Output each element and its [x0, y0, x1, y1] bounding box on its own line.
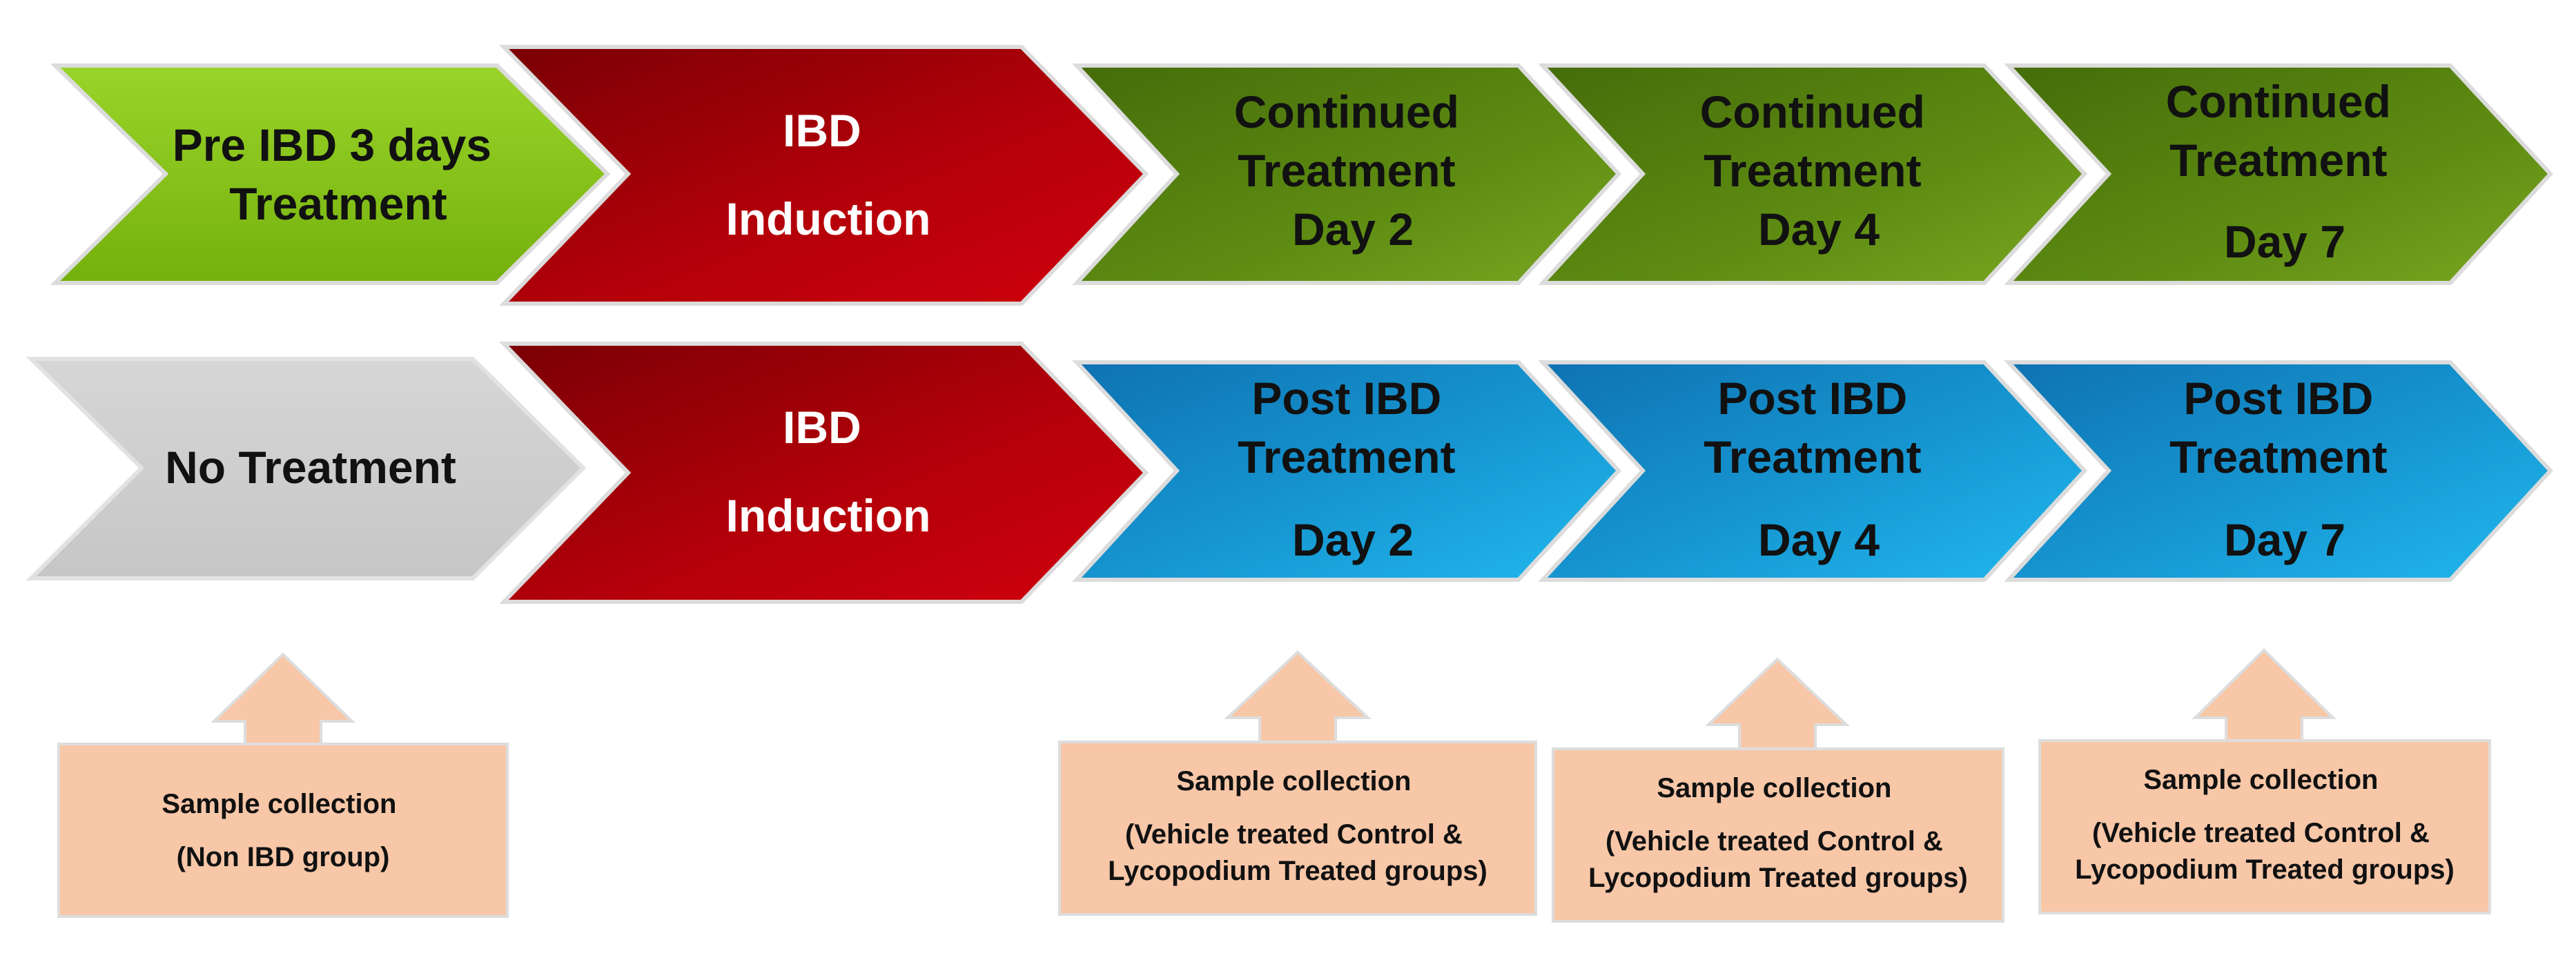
note-day4-line2: (Vehicle treated Control &	[1606, 826, 1943, 857]
svg-text:Sample collection (Vehic: Sample collection (Vehicle treated Contr…	[1108, 766, 1487, 886]
top-pre-line1: Pre IBD 3 days	[173, 119, 491, 170]
note-non-ibd-group: Sample collection (Non IBD group)	[57, 652, 509, 918]
bottom-none-line1: No Treatment	[165, 442, 456, 493]
top-induction-line1: IBD	[783, 105, 861, 156]
note-day7-line3: Lycopodium Treated groups)	[2075, 854, 2455, 885]
top-day4-line2: Treatment	[1704, 145, 1921, 196]
up-arrow-icon	[211, 652, 355, 745]
up-arrow-icon	[2192, 648, 2336, 742]
up-arrow-icon	[1704, 657, 1851, 750]
note-day4-line3: Lycopodium Treated groups)	[1588, 863, 1968, 893]
note-non-ibd-line2: (Non IBD group)	[177, 842, 390, 872]
note-non-ibd-line1: Sample collection	[162, 789, 396, 819]
top-continued-day4-chevron: Continued Treatment Day 4	[1538, 63, 2088, 285]
top-pre-line2: Treatment	[229, 178, 447, 229]
top-induction-line2: Induction	[726, 193, 931, 244]
up-arrow-icon	[1223, 650, 1372, 743]
bottom-induction-line1: IBD	[783, 402, 861, 453]
note-day2-line2: (Vehicle treated Control &	[1125, 819, 1463, 850]
note-day7-line1: Sample collection	[2143, 765, 2378, 795]
svg-text:Sample collection (Vehic: Sample collection (Vehicle treated Contr…	[2075, 765, 2455, 885]
top-ibd-induction-chevron: IBD Induction	[498, 45, 1149, 306]
bottom-day4-line2: Treatment	[1704, 431, 1921, 482]
svg-text:IBD Induction: IBD Induction	[726, 105, 931, 244]
svg-text:Post IBD Treatment: Post IBD Treatment Day 2	[1238, 373, 1468, 565]
top-continued-day7-chevron: Continued Treatment Day 7	[2004, 63, 2554, 285]
note-day2-groups: Sample collection (Vehicle treated Contr…	[1058, 650, 1537, 916]
note-day7-line2: (Vehicle treated Control &	[2092, 818, 2430, 848]
note-day7-groups: Sample collection (Vehicle treated Contr…	[2038, 648, 2491, 914]
svg-text:Sample collection (Non I: Sample collection (Non IBD group)	[162, 789, 404, 872]
note-day4-groups: Sample collection (Vehicle treated Contr…	[1552, 657, 2004, 923]
top-continued-day2-chevron: Continued Treatment Day 2	[1072, 63, 1622, 285]
svg-text:IBD Induction: IBD Induction	[726, 402, 931, 541]
svg-text:Continued Treatment: Continued Treatment Day 4	[1700, 86, 1938, 255]
bottom-day2-line2: Treatment	[1238, 431, 1455, 482]
bottom-day7-line1: Post IBD	[2183, 373, 2373, 424]
svg-text:Continued Treatment: Continued Treatment Day 7	[2166, 76, 2404, 267]
top-day7-line1: Continued	[2166, 76, 2391, 127]
bottom-day2-line1: Post IBD	[1251, 373, 1441, 424]
bottom-day7-line2: Treatment	[2169, 431, 2387, 482]
top-day2-line3: Day 2	[1292, 204, 1414, 255]
bottom-day7-line3: Day 7	[2224, 514, 2345, 565]
top-pre-ibd-chevron: Pre IBD 3 days Treatment	[50, 63, 611, 285]
note-day2-line1: Sample collection	[1176, 766, 1411, 796]
bottom-induction-line2: Induction	[726, 490, 931, 541]
note-day2-line3: Lycopodium Treated groups)	[1108, 856, 1487, 886]
svg-text:No Treatment: No Treatment	[165, 442, 456, 493]
top-day2-line2: Treatment	[1238, 145, 1455, 196]
top-day7-line3: Day 7	[2224, 216, 2345, 267]
bottom-day4-line1: Post IBD	[1717, 373, 1907, 424]
bottom-day4-line3: Day 4	[1758, 514, 1880, 565]
svg-text:Post IBD Treatment: Post IBD Treatment Day 4	[1704, 373, 1934, 565]
bottom-day2-line3: Day 2	[1292, 514, 1414, 565]
svg-text:Pre IBD 3 days Treatment: Pre IBD 3 days Treatment	[173, 119, 505, 229]
top-day7-line2: Treatment	[2169, 135, 2387, 186]
bottom-ibd-induction-chevron: IBD Induction	[498, 342, 1149, 604]
bottom-post-day2-chevron: Post IBD Treatment Day 2	[1072, 360, 1622, 582]
bottom-post-day4-chevron: Post IBD Treatment Day 4	[1538, 360, 2088, 582]
bottom-no-treatment-chevron: No Treatment	[26, 357, 587, 580]
note-day4-line1: Sample collection	[1657, 773, 1891, 803]
top-day2-line1: Continued	[1234, 86, 1459, 137]
svg-text:Post IBD Treatment: Post IBD Treatment Day 7	[2169, 373, 2400, 565]
bottom-post-day7-chevron: Post IBD Treatment Day 7	[2004, 360, 2554, 582]
svg-text:Sample collection (Vehic: Sample collection (Vehicle treated Contr…	[1588, 773, 1968, 893]
top-day4-line1: Continued	[1700, 86, 1925, 137]
top-day4-line3: Day 4	[1758, 204, 1880, 255]
svg-text:Continued Treatment: Continued Treatment Day 2	[1234, 86, 1472, 255]
